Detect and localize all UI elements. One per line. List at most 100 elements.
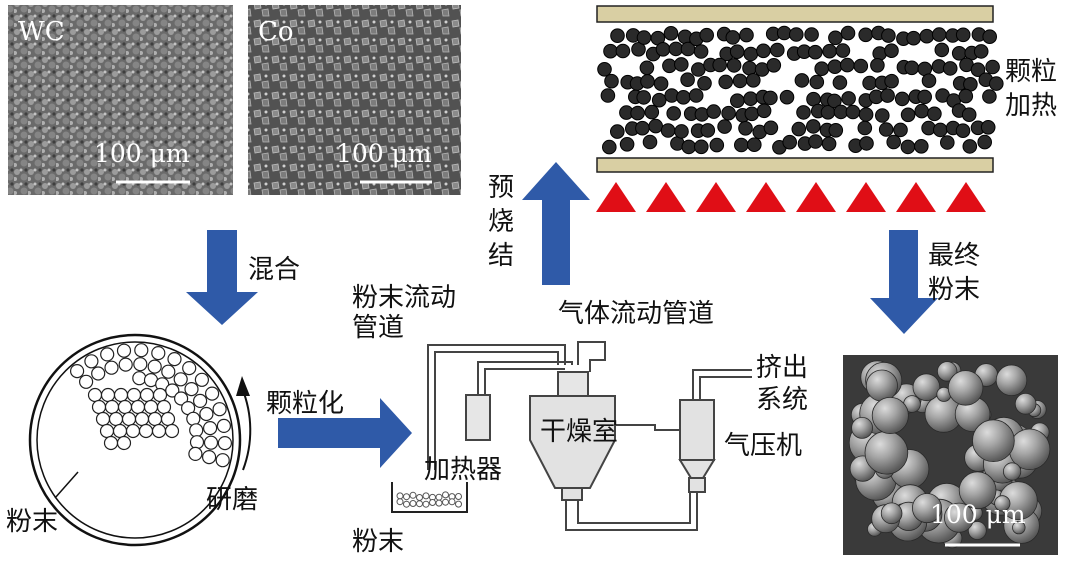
mill-particle [188,446,203,461]
mill-particle [103,435,119,451]
heated-particle [619,137,635,152]
heated-particle [706,104,722,119]
heater-triangle [696,182,736,212]
heated-particle [832,75,848,90]
heated-particle [642,134,658,150]
heated-particle [717,119,732,134]
extrusion-pipe-inner [699,376,752,400]
powder-tray [391,482,468,513]
heated-particle [794,73,810,88]
heated-particle [982,89,997,104]
heated-particle [904,60,920,76]
heated-particle [756,103,772,119]
final-powder-sphere [871,396,909,434]
powder-pipe-inner [434,351,559,470]
heated-particle [693,44,709,59]
sem-image-wc: WC 100 μm [8,5,233,195]
mill-particle [104,360,119,375]
heated-particle [955,27,971,43]
sem-wc-label: WC [18,17,65,47]
rotation-arrow-head [236,376,250,396]
mill-particle [194,372,209,387]
heated-particle [674,124,689,139]
mill-particle [104,399,120,415]
mill-particle [167,352,182,367]
gas-pipe-b [484,368,565,395]
heated-particle [921,73,937,88]
powder-pipe-outer [427,344,566,470]
heated-particle [853,58,869,74]
heated-particle [914,103,930,119]
heater-triangle [646,182,686,212]
heated-particle [653,76,669,91]
heated-particle [631,42,646,57]
heated-particle [989,76,1004,91]
heated-particle [648,118,664,134]
heated-particle [699,27,715,43]
label-grinding: 研磨 [206,485,258,515]
heated-particle [700,123,716,138]
heated-particle [933,122,948,138]
mill-particle [199,406,214,422]
mill-particle [138,423,154,439]
tray-particle [403,493,410,501]
mill-particle [160,411,176,427]
mill-particle [143,399,159,415]
mill-particle [121,411,137,427]
heater-triangle [896,182,936,212]
mill-particle [215,453,230,468]
heated-particle [927,106,942,122]
heated-particle [914,139,929,154]
heated-particle [738,121,753,136]
grinding-mill [28,333,252,547]
heated-particle [743,46,759,62]
mill-particle [91,366,106,381]
label-final-powder-line1: 最终 [928,241,980,271]
final-powder-sphere [851,416,873,439]
heated-particle [862,75,877,91]
compressor-cone [678,459,716,479]
heated-particle [962,139,978,154]
heated-particle [712,57,728,73]
mill-particle [156,399,172,415]
mill-particle [78,374,94,389]
heated-particle [763,120,779,136]
mill-particle [116,343,132,358]
heated-particle [610,28,625,44]
heated-particle [666,106,682,121]
gas-pipe-c [577,341,606,372]
mill-particle [164,423,180,439]
mill-particle [193,393,208,408]
final-powder-sphere [912,493,943,524]
mill-particle [95,411,111,427]
heated-particle [779,89,795,105]
mill-particles [69,343,232,468]
sem-co-scale-text: 100 μm [336,139,432,168]
mill-particle [186,411,201,426]
heated-particle [857,120,873,136]
spray-drying-apparatus [391,341,752,531]
presintering-arrow [522,162,590,285]
mill-particle [165,383,180,398]
heated-particle [600,88,616,103]
heated-particle [644,104,660,120]
label-powder-pipe-line2: 管道 [352,313,404,343]
label-compressor: 气压机 [724,431,802,461]
extrusion-pipe-outer [692,369,752,400]
final-powder-sphere [865,369,898,402]
heated-particle [635,120,650,136]
heated-particle [636,30,652,45]
heated-particle [674,57,689,72]
heated-particle [789,27,804,42]
final-powder-sphere [1012,520,1026,535]
mill-particle [134,411,150,427]
heated-particle [732,73,748,89]
heated-particle [680,72,695,87]
heater-triangle [746,182,786,212]
heated-particle [982,29,998,45]
heated-particle [808,44,823,60]
mill-particle [151,346,166,361]
mill-particle [212,402,227,417]
mill-particle [69,364,85,379]
tray-particle [409,500,417,507]
